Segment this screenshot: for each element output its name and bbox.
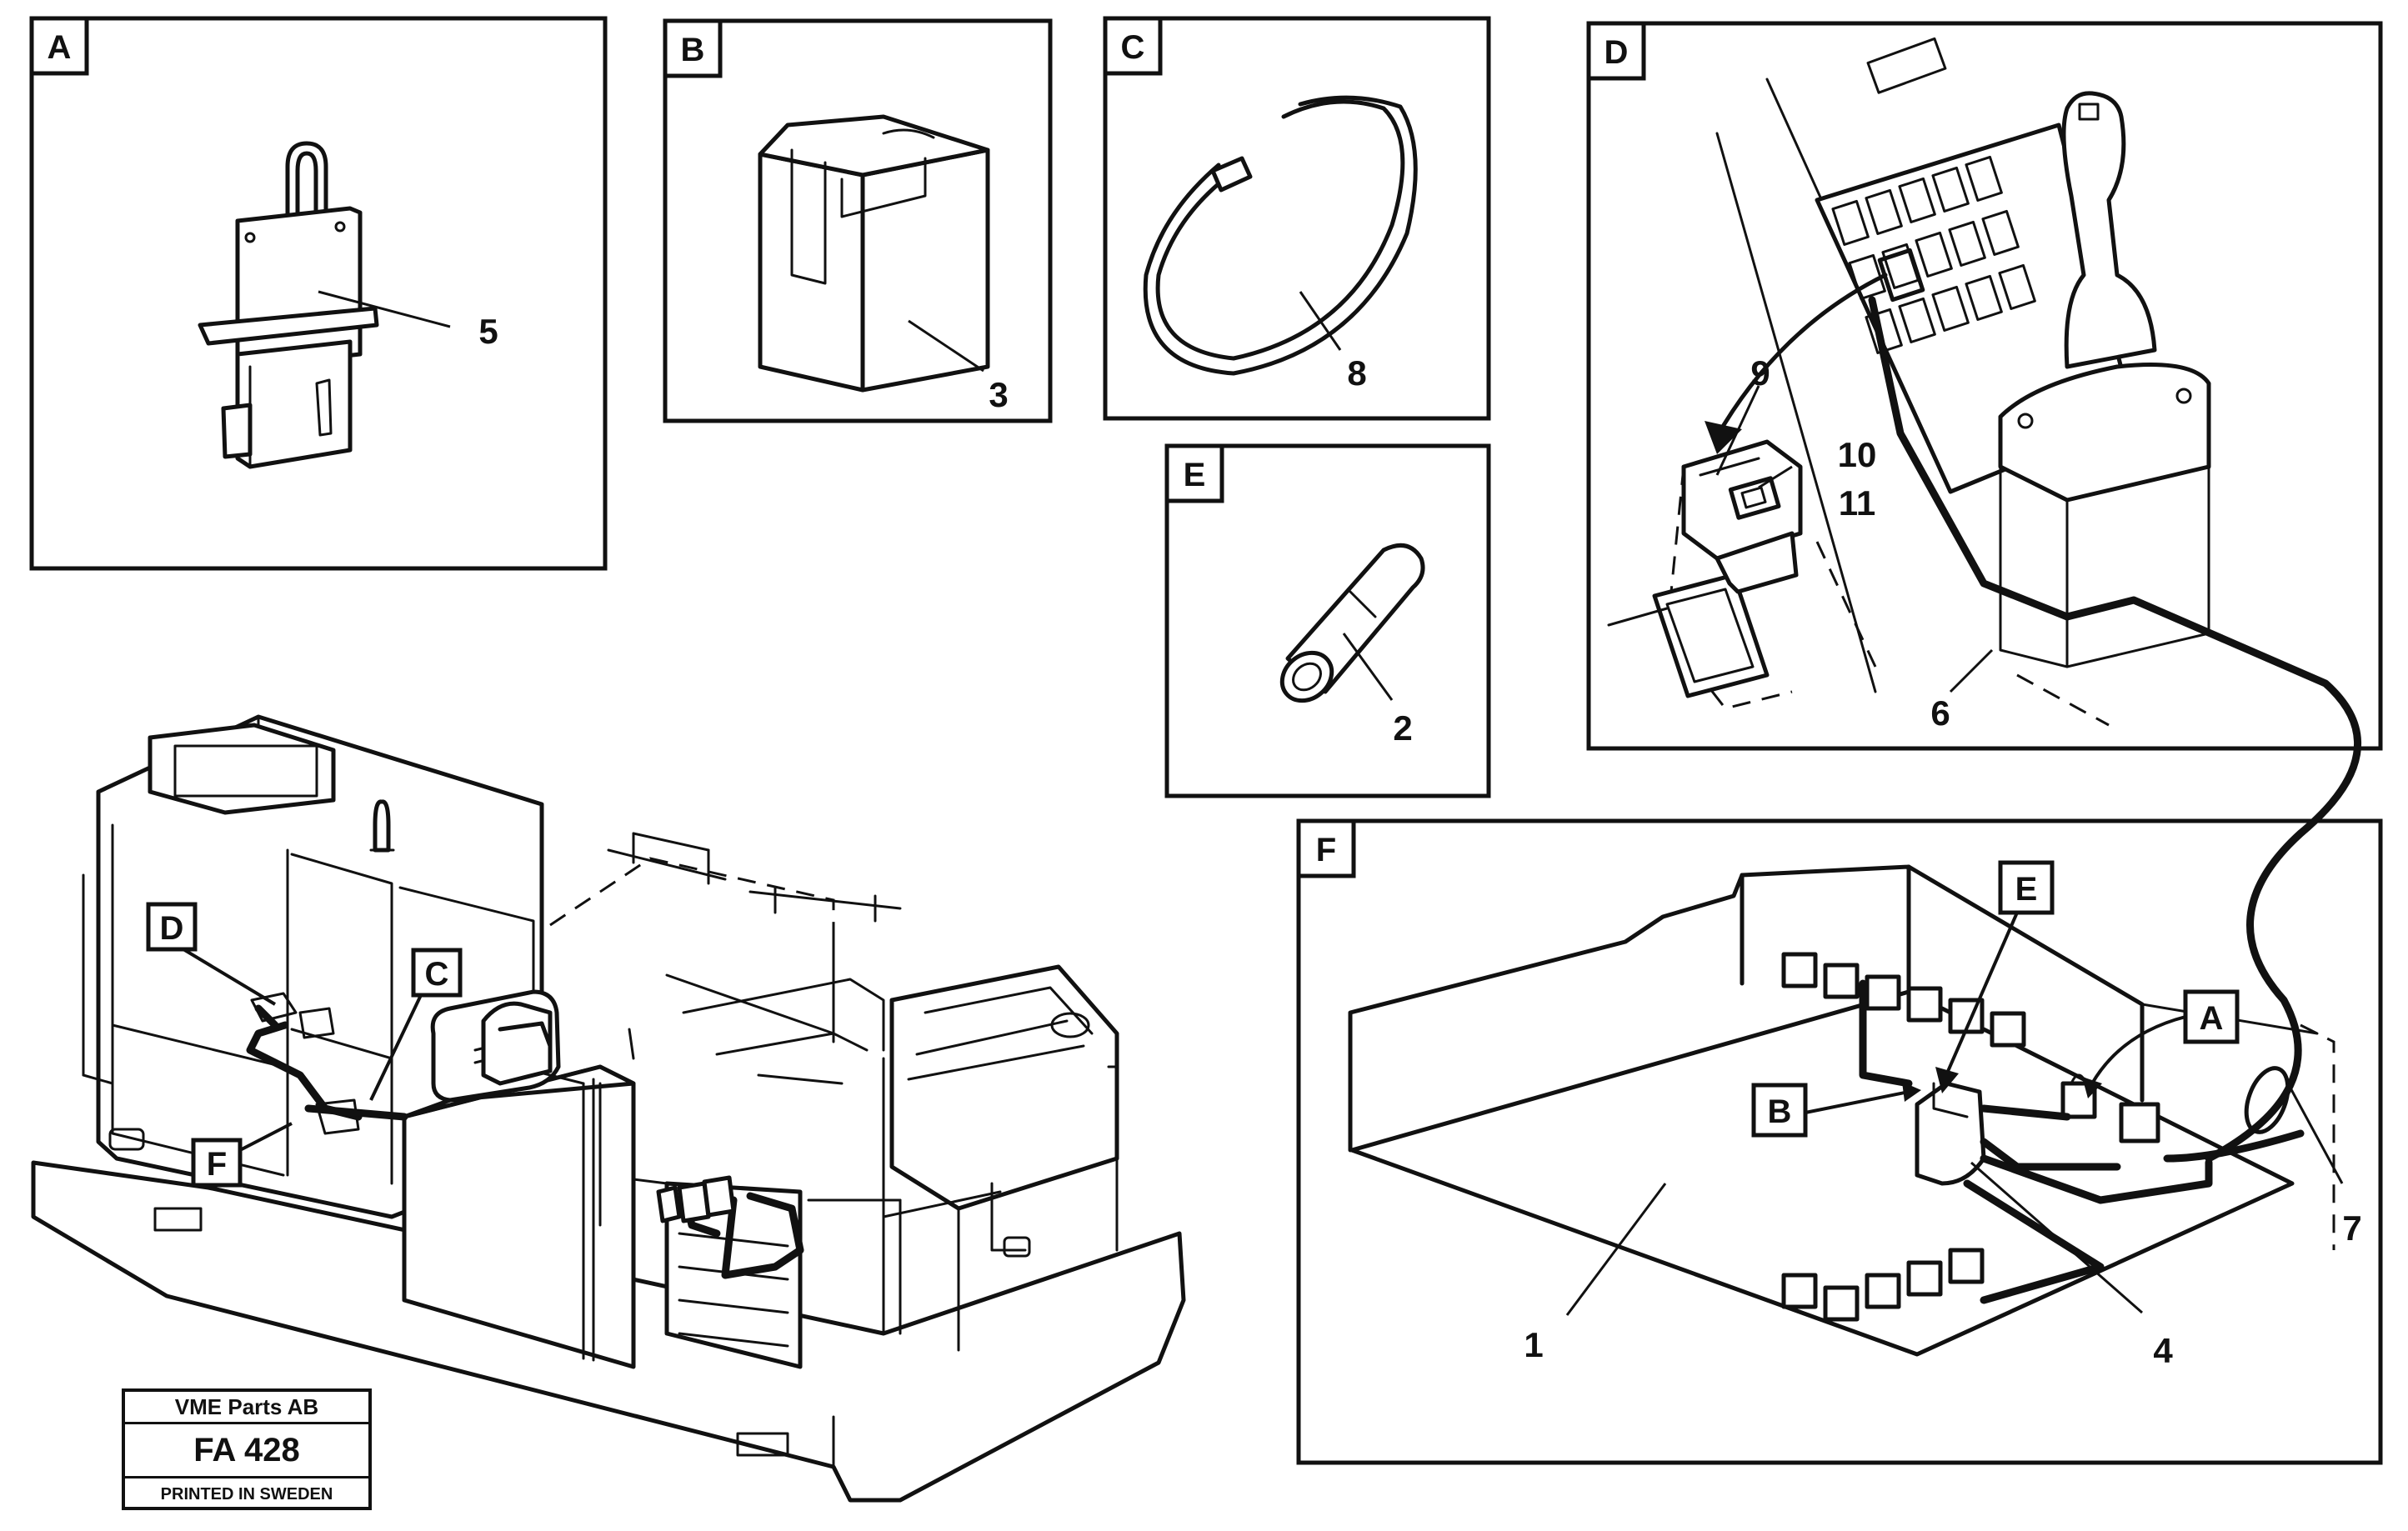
svg-text:E: E — [2015, 871, 2038, 908]
switch-grid — [1831, 155, 2036, 355]
machine-overview: D C F — [31, 714, 1186, 1503]
panel-a-label: A — [48, 29, 72, 66]
overview-marker-d: D — [146, 902, 277, 1006]
callout-7: 7 — [2342, 1208, 2361, 1248]
cable-tie-drawing — [1143, 95, 1418, 376]
svg-text:A: A — [2200, 1000, 2224, 1037]
callout-5: 5 — [478, 312, 498, 351]
svg-text:D: D — [160, 910, 184, 947]
panel-f-label: F — [1316, 832, 1336, 868]
electrical-box-drawing — [1348, 864, 2335, 1357]
control-panel-drawing — [1607, 37, 2211, 727]
overview-marker-c: C — [369, 948, 463, 1101]
stamp-printed: PRINTED IN SWEDEN — [160, 1485, 333, 1503]
callout-10: 10 — [1838, 435, 1877, 474]
relay-cover-drawing — [758, 114, 990, 393]
marker-f-b: B — [1751, 1082, 1921, 1138]
panel-c-label: C — [1121, 29, 1145, 66]
overview-marker-f: F — [191, 1122, 293, 1188]
svg-text:B: B — [1768, 1093, 1792, 1130]
callout-8: 8 — [1347, 353, 1366, 393]
stamp-company: VME Parts AB — [125, 1392, 368, 1424]
svg-text:C: C — [425, 956, 449, 993]
panel-b-label: B — [681, 32, 705, 68]
marker-f-e: E — [1935, 860, 2055, 1093]
panel-d: D — [1586, 21, 2383, 751]
panel-d-label: D — [1604, 34, 1629, 71]
title-stamp: VME Parts AB FA 428 PRINTED IN SWEDEN — [122, 1388, 372, 1510]
callout-2: 2 — [1393, 708, 1412, 748]
svg-text:F: F — [207, 1146, 227, 1183]
callout-11: 11 — [1839, 483, 1875, 523]
panel-c: C 8 — [1103, 16, 1491, 421]
panel-e-label: E — [1184, 457, 1206, 493]
panel-e: E 2 — [1164, 443, 1491, 798]
panel-a: A 5 — [29, 16, 608, 571]
callout-4: 4 — [2153, 1331, 2173, 1370]
relay-row — [1781, 952, 2160, 1322]
panel-b: B 3 — [663, 18, 1053, 423]
marker-f-a: A — [2082, 989, 2240, 1098]
panel-f: F — [1296, 596, 2383, 1465]
callout-3: 3 — [989, 375, 1008, 414]
fuse-holder-drawing — [198, 141, 379, 469]
splice-sleeve-drawing — [1279, 543, 1425, 703]
callout-6: 6 — [1930, 693, 1950, 733]
callout-9: 9 — [1750, 353, 1770, 393]
callout-1: 1 — [1524, 1325, 1543, 1364]
stamp-figure-number: FA 428 — [125, 1424, 368, 1478]
